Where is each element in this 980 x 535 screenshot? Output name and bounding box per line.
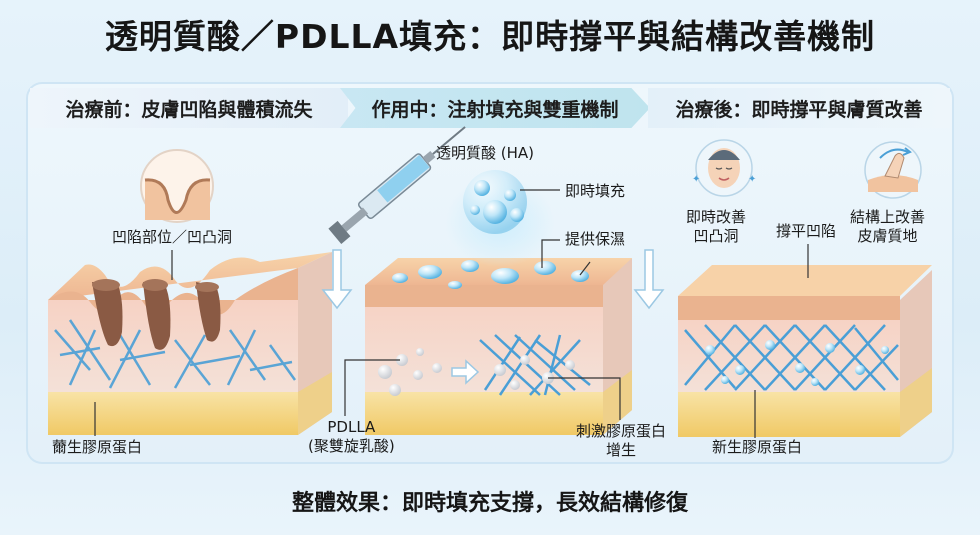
stage-during-header: 作用中：注射填充與雙重機制 (340, 88, 650, 128)
label-stimulate-line2: 增生 (606, 441, 637, 459)
finger-press-icon (864, 141, 922, 199)
label-ha-title: 透明質酸 (HA) (436, 144, 535, 162)
label-improve-line1: 即時改善 (686, 208, 747, 226)
skin-block-after (678, 265, 932, 437)
label-structure: 結構上改善 皮膚質地 (850, 208, 925, 246)
label-new-collagen: 新生膠原蛋白 (712, 438, 803, 456)
skin-block-during (365, 258, 632, 435)
page-title: 透明質酸／PDLLA填充：即時撐平與結構改善機制 (104, 17, 876, 56)
label-structure-line1: 結構上改善 (850, 208, 926, 226)
summary-footer: 整體效果：即時填充支撐，長效結構修復 (291, 491, 688, 516)
label-stimulate: 刺激膠原蛋白 增生 (576, 422, 666, 460)
syringe-icon (328, 126, 466, 244)
svg-text:✦: ✦ (748, 174, 756, 185)
label-depression: 凹陷部位／凹凸洞 (112, 228, 233, 246)
depression-inset (140, 149, 214, 223)
label-instant-fill: 即時填充 (565, 182, 626, 200)
stage-before-header: 治療前：皮膚凹陷與體積流失 (30, 88, 348, 128)
skin-block-before (48, 252, 332, 435)
label-weak-collagen: 薾生膠原蛋白 (52, 438, 143, 456)
ha-cluster (445, 170, 555, 267)
label-smooth: 撐平凹陷 (776, 222, 837, 240)
svg-text:✦: ✦ (692, 174, 700, 185)
face-icon: ✦ ✦ (692, 139, 756, 197)
label-pdlla-line1: PDLLA (327, 418, 376, 436)
down-arrow-icon (321, 249, 353, 310)
leader-lines-during (344, 189, 621, 420)
stage-after-header: 治療後：即時撐平與膚質改善 (648, 88, 950, 128)
label-pdlla-line2: (聚雙旋乳酸) (308, 437, 395, 455)
label-stimulate-line1: 刺激膠原蛋白 (576, 422, 667, 440)
right-arrow-icon (451, 359, 480, 385)
label-structure-line2: 皮膚質地 (857, 227, 918, 245)
label-moisture: 提供保濕 (565, 230, 626, 248)
label-improve-line2: 凹凸洞 (693, 227, 739, 245)
leader-lines-after (754, 244, 809, 438)
label-improve: 即時改善 凹凸洞 (686, 208, 746, 246)
down-arrow-icon (633, 249, 665, 310)
leader-lines-before (94, 250, 173, 436)
label-pdlla: PDLLA (聚雙旋乳酸) (308, 418, 395, 456)
